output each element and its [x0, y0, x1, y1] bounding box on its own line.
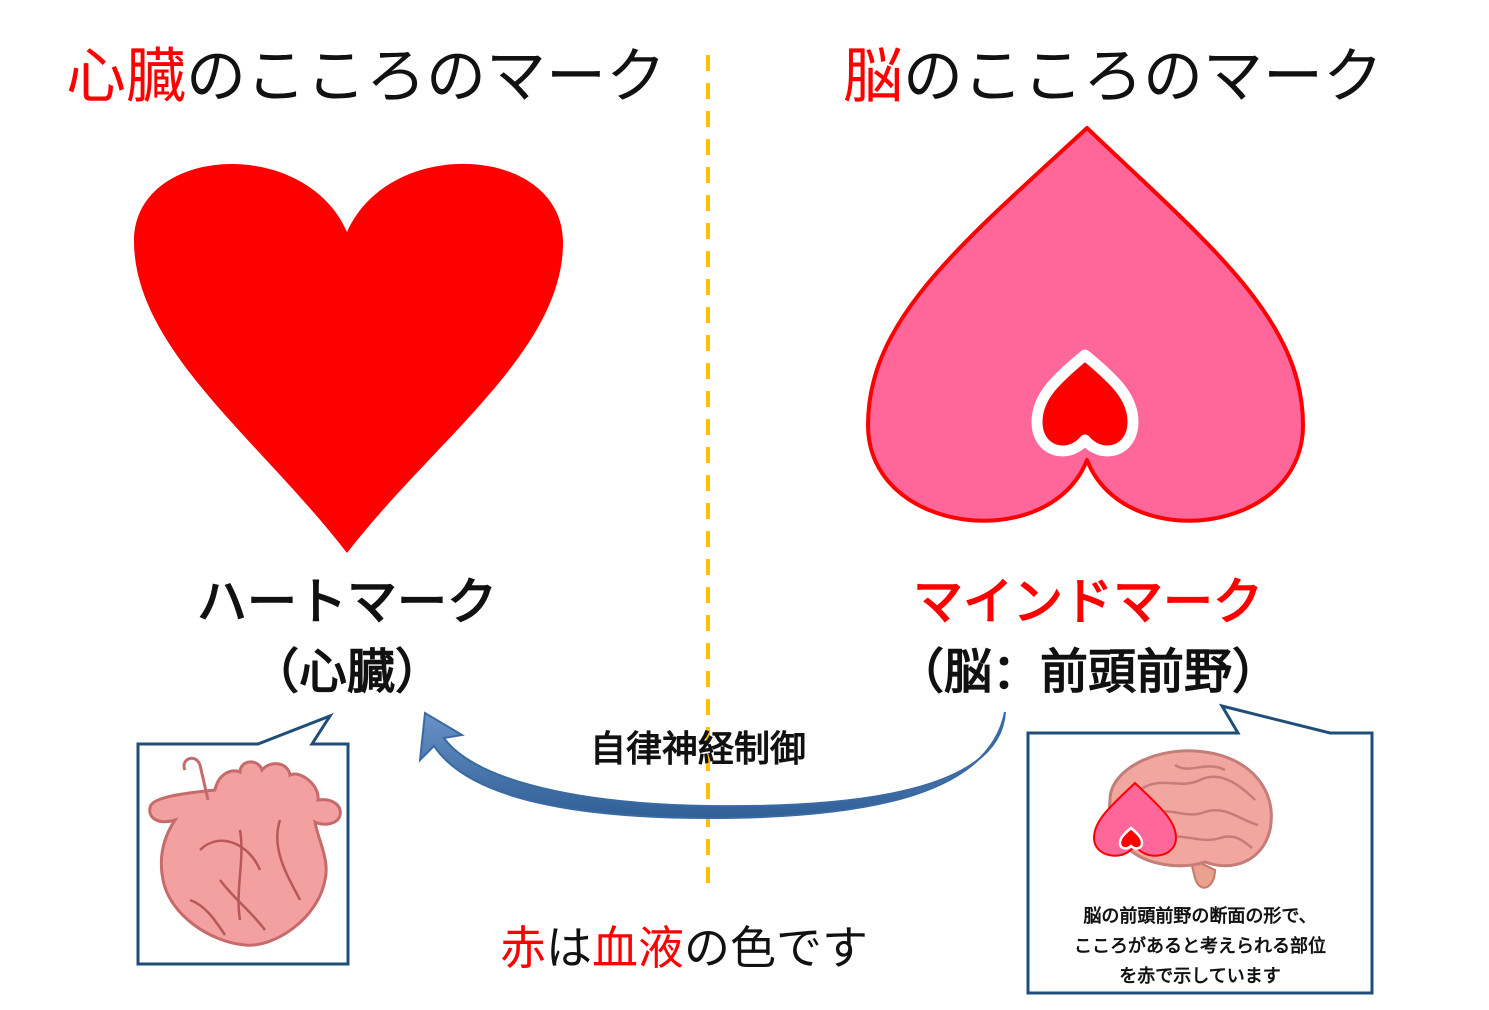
mind-mark-sublabel: （脳：前頭前野） — [895, 644, 1280, 700]
bottom-caption-text-1: は — [546, 921, 592, 975]
brain-note-line-1: 脳の前頭前野の断面の形で、 — [1083, 906, 1317, 927]
heart-organ-icon — [148, 756, 342, 947]
mind-mark-icon — [866, 126, 1305, 523]
left-title-rest: のこころのマーク — [186, 42, 666, 112]
bottom-caption-red-2: 血液 — [592, 921, 684, 975]
heart-mark-sublabel: （心臓） — [250, 644, 443, 700]
autonomic-control-arrow — [418, 711, 1006, 820]
brain-note-line-2: こころがあると考えられる部位 — [1074, 936, 1326, 957]
mind-mark-inner-heart-icon — [1031, 349, 1139, 457]
bottom-caption: 赤は血液の色です — [500, 925, 868, 971]
heart-mark-label: ハートマーク — [197, 573, 497, 631]
right-title: 脳のこころのマーク — [843, 47, 1383, 107]
heart-mark-icon — [133, 163, 564, 553]
brain-icon — [1092, 749, 1273, 889]
mind-mark-label: マインドマーク — [913, 573, 1263, 631]
left-title-keyword: 心臓 — [66, 42, 186, 112]
brain-callout-note: 脳の前頭前野の断面の形で、 こころがあると考えられる部位 を赤で示しています — [1030, 902, 1370, 992]
left-title: 心臓のこころのマーク — [66, 47, 666, 107]
right-title-keyword: 脳 — [843, 42, 903, 112]
bottom-caption-text-2: の色です — [684, 921, 868, 975]
bottom-caption-red-1: 赤 — [500, 921, 546, 975]
brain-note-line-3: を赤で示しています — [1119, 966, 1281, 987]
right-title-rest: のこころのマーク — [903, 42, 1383, 112]
autonomic-control-label: 自律神経制御 — [590, 729, 807, 770]
